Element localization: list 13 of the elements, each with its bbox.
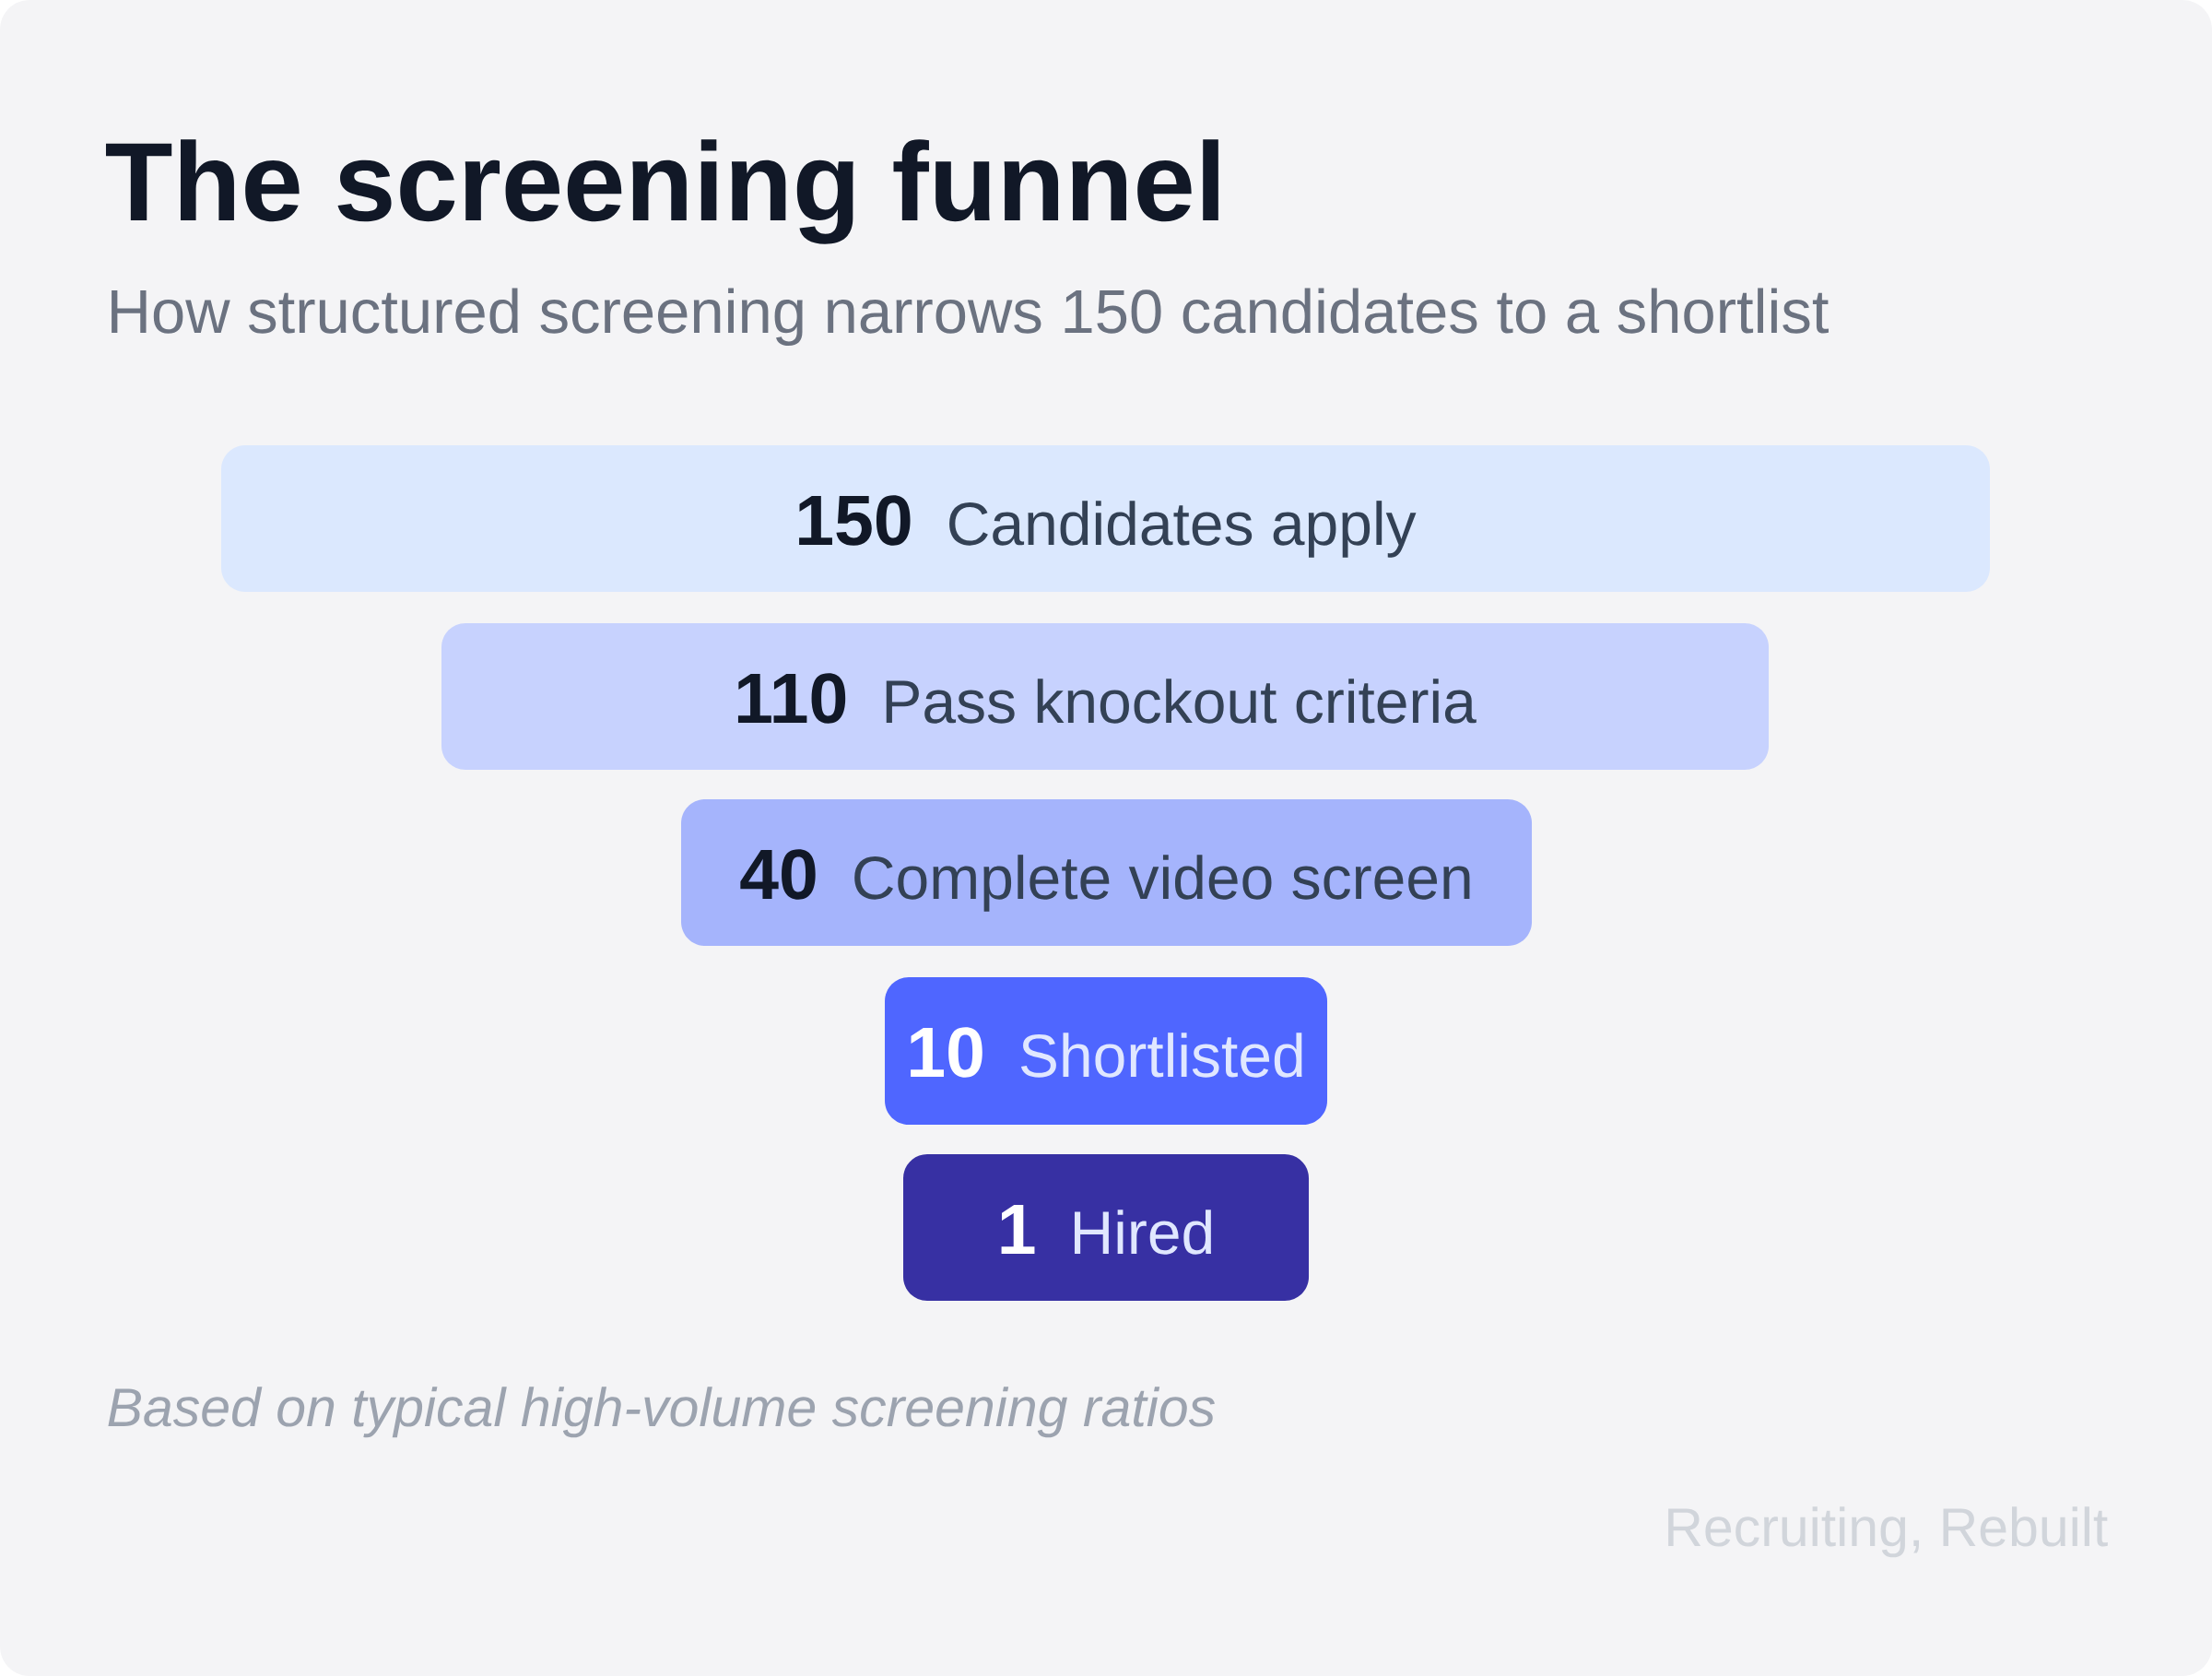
stage-count: 10: [911, 1027, 982, 1078]
subtitle: How structured screening narrows 150 candidates to a shortlist: [112, 288, 1829, 346]
title: The screening funnel: [106, 139, 1218, 244]
stage-label: Complete video screen: [854, 855, 1470, 912]
stage-label: Pass knockout criteria: [886, 679, 1477, 724]
stage-count: 40: [740, 849, 816, 900]
stage-count: 150: [799, 495, 911, 546]
stage-label: Hired: [1075, 1210, 1211, 1255]
stage-count: 1: [1001, 1205, 1035, 1254]
stage-label: Candidates apply: [949, 501, 1417, 558]
footnote: Based on typical high-volume screening ratios: [108, 1387, 1215, 1438]
stage-label: Shortlisted: [1020, 1033, 1302, 1078]
stage-count: 110: [737, 673, 846, 724]
